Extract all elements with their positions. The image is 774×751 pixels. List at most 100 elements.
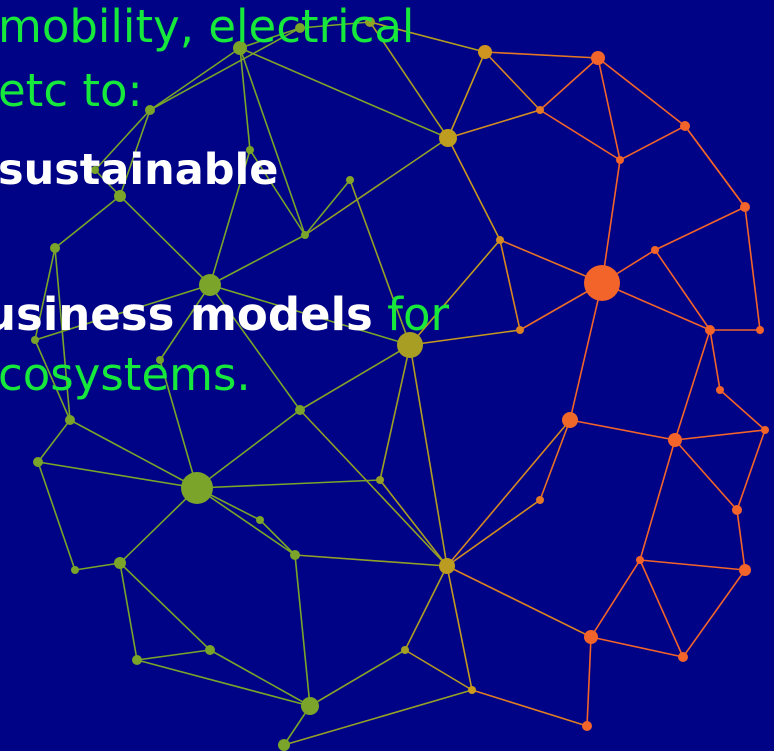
network-edge [74, 562, 121, 571]
network-edge [569, 419, 676, 441]
text-line-1: mobility, electrical [0, 4, 414, 49]
network-edge [94, 169, 121, 197]
network-edge [379, 479, 448, 567]
network-node [536, 496, 544, 504]
network-edge [539, 109, 621, 161]
network-edge [654, 249, 711, 331]
network-edge [674, 329, 711, 441]
network-edge [379, 344, 411, 481]
network-edge [119, 562, 138, 661]
network-edge [34, 339, 71, 421]
network-node [346, 176, 354, 184]
network-edge [209, 284, 411, 346]
network-edge [409, 329, 521, 346]
network-edge [294, 554, 311, 707]
network-node [278, 739, 290, 751]
network-edge [37, 461, 76, 571]
network-edge [196, 479, 381, 489]
network-node [439, 129, 457, 147]
network-edge [639, 559, 684, 658]
network-edge [239, 47, 449, 139]
network-edge [499, 239, 521, 331]
network-edge [34, 284, 211, 341]
network-edge [239, 47, 306, 236]
network-edge [539, 419, 571, 501]
network-edge [283, 689, 473, 746]
network-node [205, 645, 215, 655]
network-node [732, 505, 742, 515]
network-node [114, 557, 126, 569]
network-edge [619, 125, 686, 161]
text-line-3: sustainable [0, 149, 278, 192]
network-edge [682, 569, 746, 658]
network-node [256, 516, 264, 524]
network-edge [196, 409, 301, 489]
network-node [668, 433, 682, 447]
network-edge [119, 195, 211, 286]
network-node [65, 415, 75, 425]
network-node [246, 146, 254, 154]
network-node [739, 564, 751, 576]
network-node [761, 426, 769, 434]
network-node [31, 336, 39, 344]
network-node [132, 655, 142, 665]
network-edge [446, 565, 592, 638]
network-edge [601, 282, 711, 331]
network-edge [94, 109, 151, 171]
network-edge [590, 559, 641, 638]
network-node [290, 550, 300, 560]
network-node [651, 246, 659, 254]
network-edge [597, 57, 686, 127]
network-edge [639, 559, 746, 571]
network-edge [409, 344, 448, 567]
network-edge [259, 519, 296, 556]
text-segment: etc to: [0, 64, 143, 117]
network-edge [499, 239, 603, 284]
network-edge [159, 284, 211, 361]
network-node [616, 156, 624, 164]
network-node [680, 121, 690, 131]
network-edge [447, 137, 501, 241]
network-edge [309, 649, 406, 707]
network-edge [54, 247, 71, 421]
network-edge [471, 689, 588, 727]
network-edge [654, 206, 746, 251]
network-node [705, 325, 715, 335]
network-edge [239, 47, 251, 151]
network-node [401, 646, 409, 654]
text-segment: for [372, 288, 449, 341]
network-node [496, 236, 504, 244]
network-node [145, 105, 155, 115]
network-node [716, 386, 724, 394]
network-edge [349, 179, 411, 346]
network-edge [299, 409, 448, 567]
network-edge [304, 137, 449, 236]
network-edge [404, 565, 448, 651]
network-node [233, 41, 247, 55]
network-edge [736, 509, 746, 571]
network-edge [119, 562, 211, 651]
network-node [740, 202, 750, 212]
network-edge [37, 461, 198, 489]
network-edge [294, 554, 448, 567]
network-edge [239, 27, 301, 49]
text-segment: cosystems. [0, 348, 251, 401]
network-node [584, 265, 620, 301]
network-edge [586, 636, 592, 727]
network-node [199, 274, 221, 296]
network-edge [404, 649, 473, 691]
network-edge [119, 487, 198, 564]
text-line-2: etc to: [0, 68, 143, 113]
network-node [33, 457, 43, 467]
network-edge [209, 234, 306, 286]
network-edge [639, 439, 676, 561]
text-segment: mobility, electrical [0, 0, 415, 53]
network-node [114, 190, 126, 202]
network-edge [590, 636, 684, 658]
network-edge [597, 57, 621, 161]
network-node [295, 405, 305, 415]
network-node [468, 686, 476, 694]
network-edge [304, 179, 351, 236]
network-edge [569, 282, 603, 421]
